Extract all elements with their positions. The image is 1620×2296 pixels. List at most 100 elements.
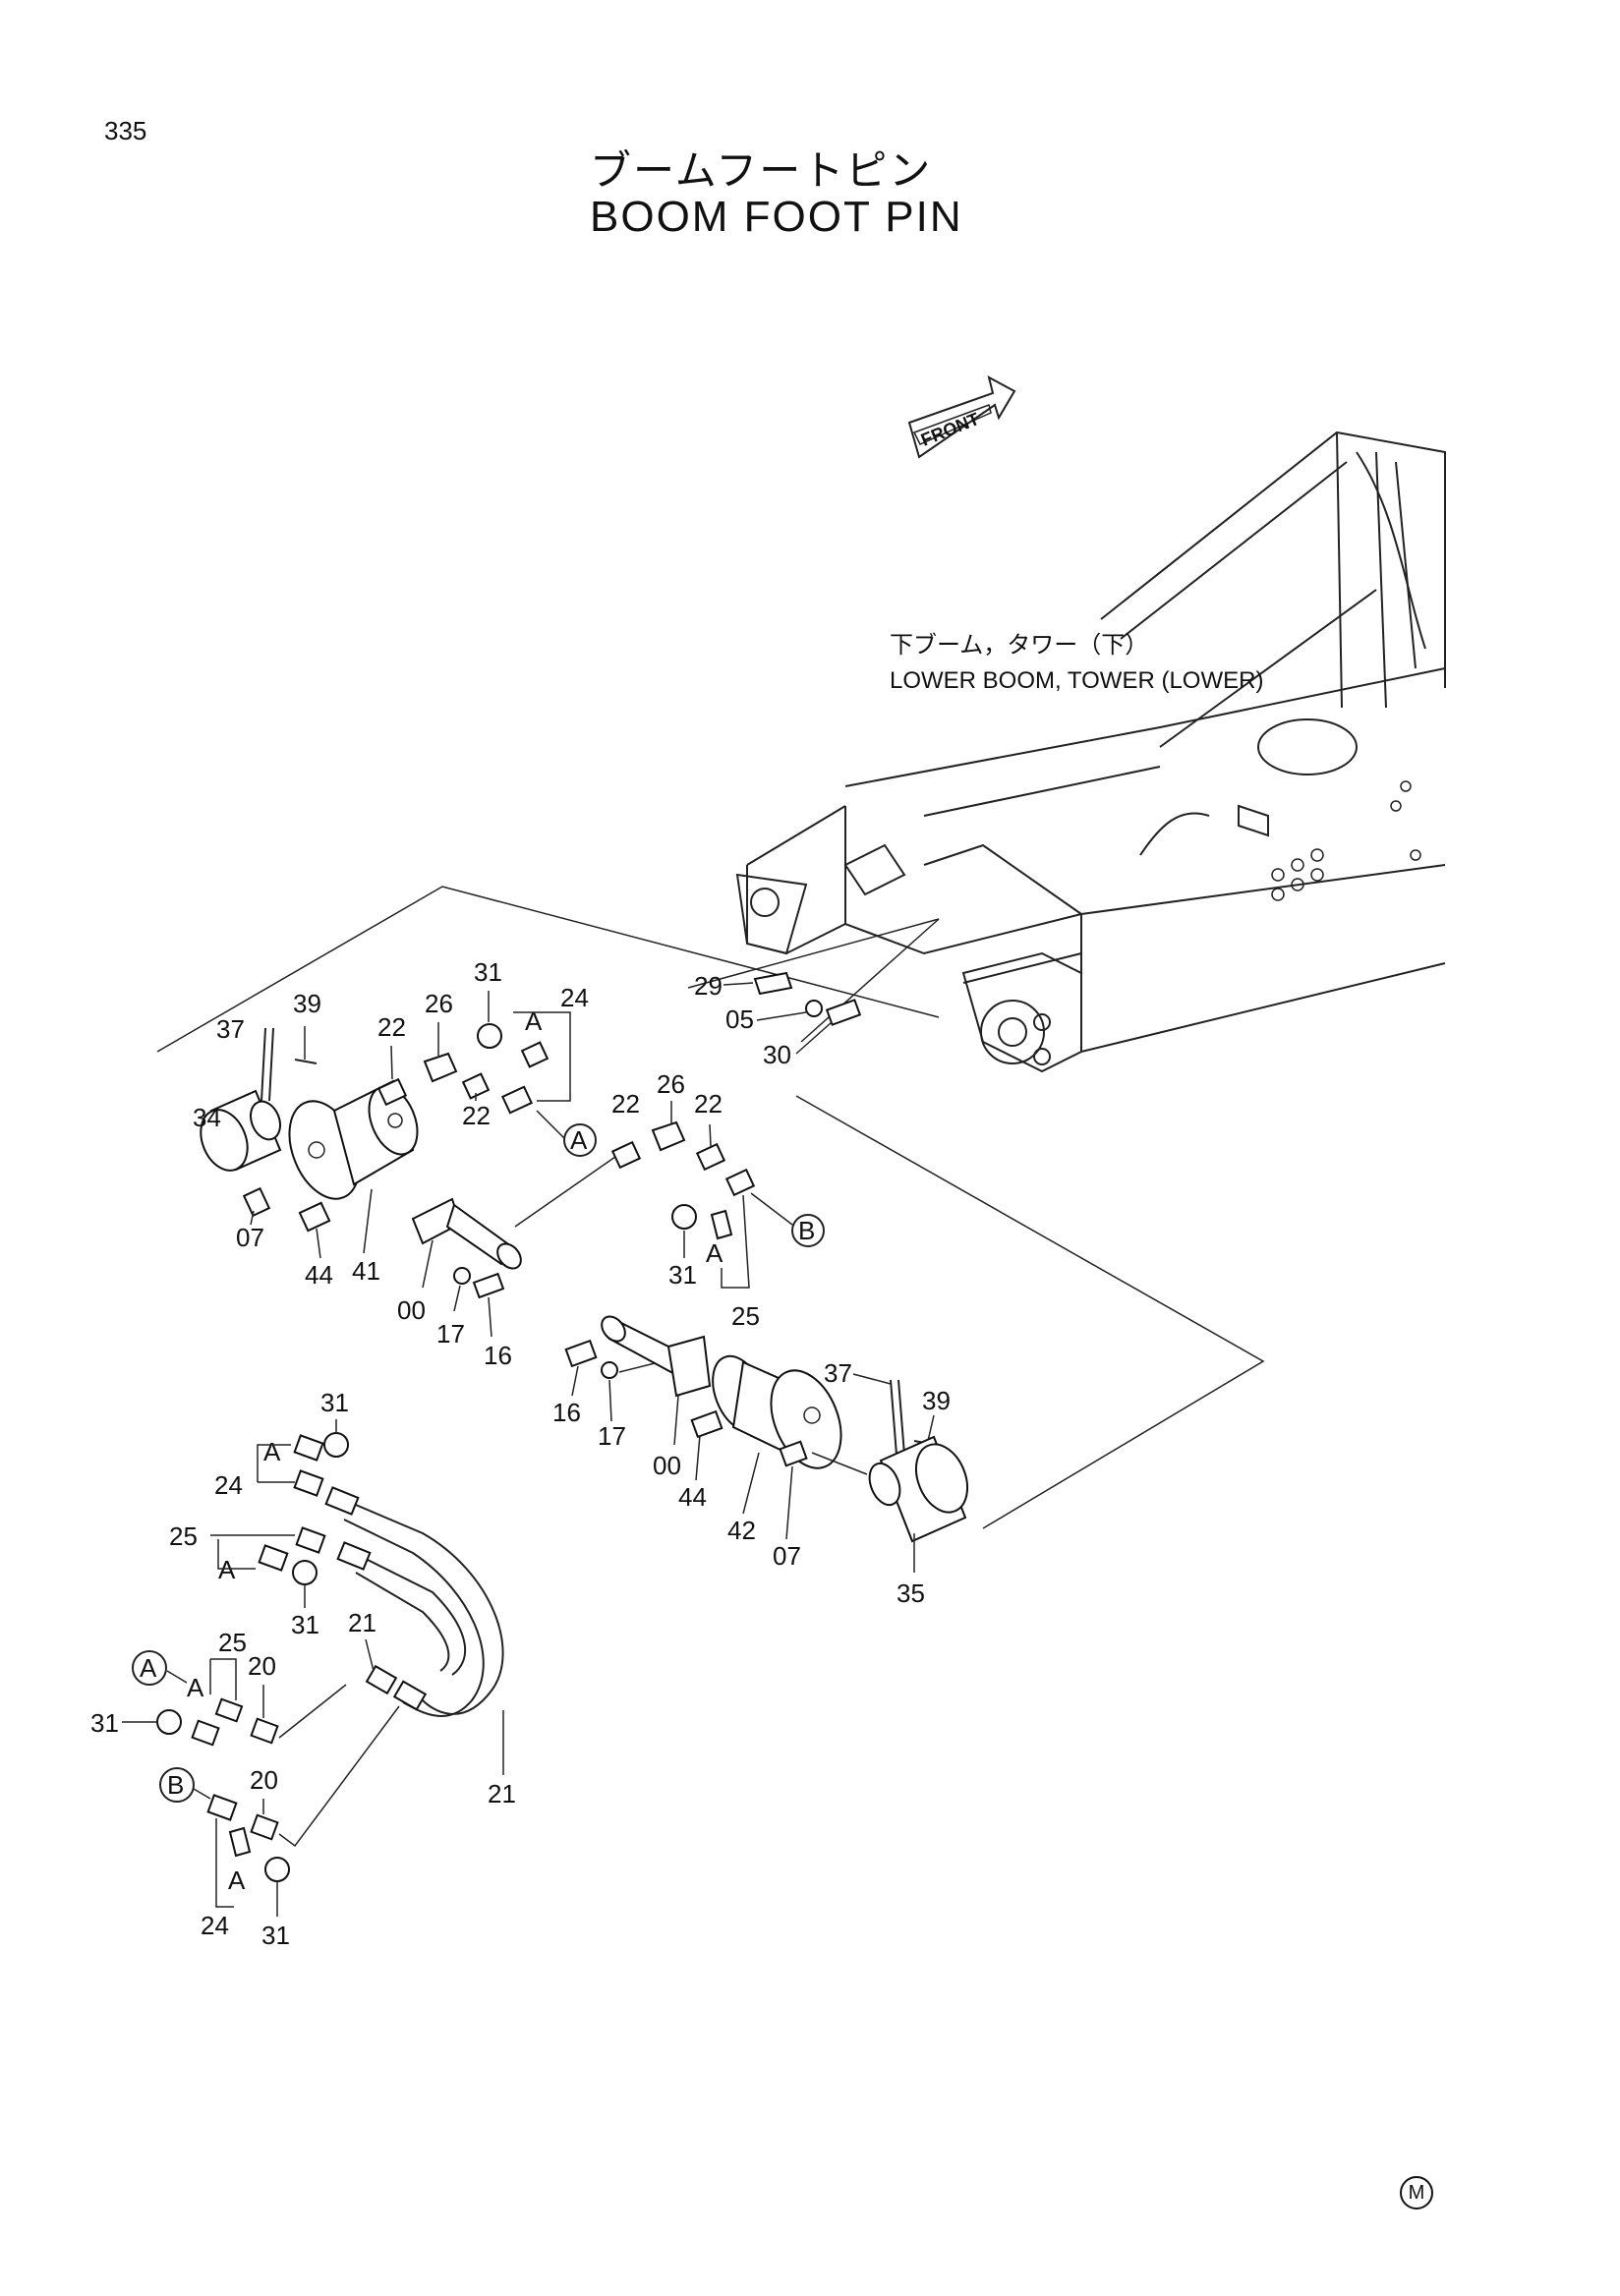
washer-17-upper: 17 (436, 1267, 471, 1349)
callout-31-a: 31 (474, 957, 502, 987)
callout-22-d: 22 (694, 1089, 723, 1119)
callout-16-lower: 16 (552, 1398, 581, 1427)
callout-31-b: 31 (668, 1260, 697, 1290)
callout-31-d: 31 (291, 1610, 319, 1639)
pin-39-lower: 39 (913, 1386, 951, 1446)
lower-boom-frame (735, 430, 1446, 1073)
callout-44-lower: 44 (678, 1482, 707, 1512)
bolt-16-upper: 16 (472, 1272, 512, 1370)
fitting-25-b: 25 A (169, 1521, 326, 1584)
page-title-japanese: ブームフートピン (590, 146, 933, 195)
bolt-44-upper: 44 (298, 1201, 333, 1290)
callout-31-f: 31 (261, 1921, 290, 1950)
callout-25-b: 25 (169, 1521, 198, 1551)
callout-37-lower: 37 (824, 1358, 852, 1388)
flange-42: 42 (712, 1354, 842, 1545)
callout-26-b: 26 (657, 1069, 685, 1099)
fitting-22-a: 22 (376, 1012, 408, 1107)
elbow-26-a: 26 (423, 989, 458, 1083)
pin-00-upper: 00 (397, 1197, 522, 1325)
callout-25-c: 25 (218, 1628, 247, 1657)
callout-39-lower: 39 (922, 1386, 951, 1415)
callout-07-upper: 07 (236, 1223, 264, 1252)
fitting-20-b: 20 (250, 1705, 400, 1848)
page-title: BOOM FOOT PIN (590, 193, 963, 241)
bolt-30: 30 (763, 999, 862, 1069)
clamp-31-f: 31 (261, 1857, 290, 1950)
callout-41: 41 (352, 1256, 380, 1286)
callout-42: 42 (727, 1516, 756, 1545)
reference-circle-b-lower: B (159, 1767, 211, 1803)
callout-21-upper: 21 (348, 1608, 376, 1637)
callout-05: 05 (725, 1004, 754, 1034)
callout-22-b: 22 (462, 1101, 491, 1130)
callout-00-upper: 00 (397, 1295, 426, 1325)
callout-34: 34 (193, 1103, 221, 1132)
cylinder-35: 35 (868, 1435, 969, 1608)
fitting-22-d: 22 (694, 1089, 726, 1172)
callout-24-c: 24 (201, 1911, 229, 1940)
fitting-25-c: 25 A (187, 1628, 247, 1747)
washer-17-lower: 17 (598, 1361, 660, 1451)
rod-37-lower: 37 (824, 1358, 905, 1456)
callout-25-a: 25 (731, 1301, 760, 1331)
reference-circle-a-upper: A (536, 1110, 597, 1157)
manufacturer-mark: M (1400, 2176, 1433, 2210)
assembly-note: LOWER BOOM, TOWER (LOWER) (890, 667, 1263, 694)
callout-22-a: 22 (377, 1012, 406, 1042)
callout-39-upper: 39 (293, 989, 321, 1018)
bolt-16-lower: 16 (552, 1339, 598, 1427)
washer-05: 05 (725, 1000, 823, 1034)
callout-31-e: 31 (90, 1708, 119, 1738)
cylinder-34: 34 (193, 1089, 282, 1172)
reference-circle-a-lower: A (132, 1650, 188, 1686)
callout-07-lower: 07 (773, 1541, 801, 1571)
callout-35: 35 (897, 1578, 925, 1608)
callout-20-a: 20 (248, 1651, 276, 1681)
callout-29: 29 (694, 971, 723, 1001)
fitting-25-a: 25 A (706, 1168, 760, 1331)
callout-44-upper: 44 (305, 1260, 333, 1290)
callout-26-a: 26 (425, 989, 453, 1018)
fitting-22-b: 22 (461, 1072, 491, 1130)
fitting-24-c: 24 A (201, 1794, 252, 1940)
ref-b-lower: B (167, 1770, 184, 1800)
sub-label-a1: A (525, 1006, 543, 1036)
rod-37-upper: 37 (216, 1014, 274, 1102)
callout-30: 30 (763, 1040, 791, 1069)
callout-21-lower: 21 (488, 1779, 516, 1808)
hose-21: 21 21 (324, 1486, 516, 1808)
clamp-31-b: 31 (668, 1204, 697, 1290)
fitting-20-a: 20 (248, 1651, 347, 1745)
sub-label-a2: A (706, 1238, 723, 1268)
callout-17-upper: 17 (436, 1319, 465, 1349)
callout-20-b: 20 (250, 1765, 278, 1795)
callout-22-c: 22 (611, 1089, 640, 1119)
grease-nipple-07-lower: 07 (773, 1440, 868, 1571)
ref-b-upper: B (798, 1216, 815, 1245)
sub-label-a5: A (187, 1673, 204, 1702)
page-number: 335 (104, 116, 147, 145)
reference-circle-b-upper: B (750, 1192, 825, 1247)
fitting-24-a: 24 A (500, 983, 589, 1115)
plate-29: 29 (694, 971, 793, 1001)
clamp-31-a: 31 (474, 957, 502, 1049)
assembly-note-japanese: 下ブーム，タワー（下） (890, 632, 1148, 659)
flange-41: 41 (288, 1079, 419, 1286)
clamp-31-e: 31 (90, 1708, 182, 1738)
ref-a-upper: A (570, 1125, 588, 1155)
clamp-31-c: 31 (320, 1388, 349, 1458)
callout-17-lower: 17 (598, 1421, 626, 1451)
callout-00-lower: 00 (653, 1451, 681, 1480)
bolt-44-lower: 44 (678, 1409, 723, 1512)
fitting-22-c: 22 (610, 1089, 642, 1170)
callout-24-a: 24 (560, 983, 589, 1012)
sub-label-a3: A (263, 1437, 281, 1466)
front-arrow-icon: FRONT (907, 375, 1016, 459)
ref-a-lower: A (140, 1653, 157, 1683)
callout-31-c: 31 (320, 1388, 349, 1417)
callout-37-upper: 37 (216, 1014, 245, 1044)
callout-24-b: 24 (214, 1470, 243, 1500)
fitting-24-b: 24 A (214, 1434, 324, 1500)
